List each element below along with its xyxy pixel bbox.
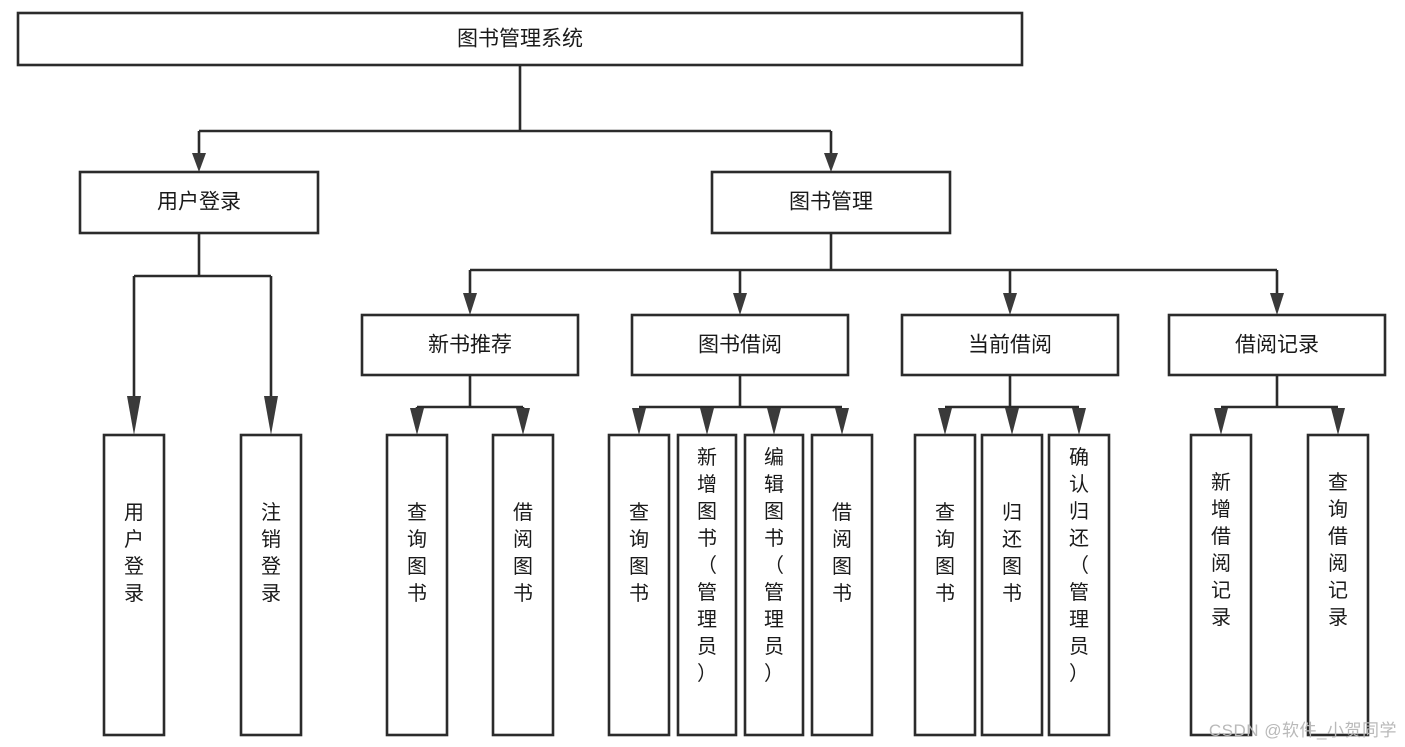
- arrow-head-icon: [1214, 408, 1228, 435]
- arrow-head-icon: [127, 396, 141, 435]
- leaf-query-book-3[interactable]: 查询图书: [913, 433, 977, 737]
- arrow-head-icon: [1072, 408, 1086, 435]
- node-book-mgmt-label: 图书管理: [789, 191, 873, 214]
- leaf-query-borrow-record-box[interactable]: [1306, 433, 1370, 737]
- leaf-add-borrow-record-box[interactable]: [1189, 433, 1253, 737]
- edge-layer: [127, 65, 1345, 435]
- arrow-head-icon: [632, 408, 646, 435]
- node-layer: 图书管理系统 用户登录 图书管理 新书推荐 图书借阅 当前: [16, 11, 1387, 737]
- leaf-add-book-admin-box[interactable]: [676, 433, 738, 737]
- leaf-borrow-book-2[interactable]: 借阅图书: [810, 433, 874, 737]
- arrow-head-icon: [767, 408, 781, 435]
- node-current-borrow-box[interactable]: [900, 313, 1120, 377]
- arrow-head-icon: [824, 153, 838, 172]
- node-book-borrow[interactable]: 图书借阅: [630, 313, 850, 377]
- leaf-borrow-book-1-label: 借阅图书: [513, 501, 533, 605]
- leaf-query-book-3-box[interactable]: [913, 433, 977, 737]
- leaf-add-book-admin[interactable]: 新增图书（管理员）: [676, 433, 738, 737]
- leaf-query-book-2[interactable]: 查询图书: [607, 433, 671, 737]
- leaf-query-borrow-record-label: 查询借阅记录: [1328, 471, 1348, 629]
- node-user-login[interactable]: 用户登录: [78, 170, 320, 235]
- node-new-recommend-label: 新书推荐: [428, 334, 512, 357]
- leaf-query-book-2-label: 查询图书: [629, 501, 649, 605]
- leaf-borrow-book-1[interactable]: 借阅图书: [491, 433, 555, 737]
- leaf-borrow-book-2-box[interactable]: [810, 433, 874, 737]
- arrow-head-icon: [264, 396, 278, 435]
- leaf-return-book[interactable]: 归还图书: [980, 433, 1044, 737]
- arrow-head-icon: [835, 408, 849, 435]
- leaf-user-login[interactable]: 用户登录: [102, 433, 166, 737]
- arrow-head-icon: [700, 408, 714, 435]
- leaf-query-book-2-box[interactable]: [607, 433, 671, 737]
- node-borrow-records[interactable]: 借阅记录: [1167, 313, 1387, 377]
- arrow-head-icon: [938, 408, 952, 435]
- arrow-head-icon: [1270, 293, 1284, 315]
- arrow-head-icon: [1005, 408, 1019, 435]
- leaf-logout-box[interactable]: [239, 433, 303, 737]
- leaf-logout[interactable]: 注销登录: [239, 433, 303, 737]
- node-user-login-label: 用户登录: [157, 191, 241, 214]
- leaf-edit-book-admin-box[interactable]: [743, 433, 805, 737]
- leaf-query-book-1-box[interactable]: [385, 433, 449, 737]
- node-book-borrow-box[interactable]: [630, 313, 850, 377]
- node-root-label: 图书管理系统: [457, 28, 583, 51]
- node-current-borrow-label: 当前借阅: [968, 334, 1052, 357]
- leaf-query-book-1-label: 查询图书: [407, 501, 427, 605]
- leaf-edit-book-admin-label: 编辑图书（管理员）: [764, 446, 784, 685]
- node-new-recommend-box[interactable]: [360, 313, 580, 377]
- arrow-head-icon: [192, 153, 206, 172]
- node-current-borrow[interactable]: 当前借阅: [900, 313, 1120, 377]
- node-root[interactable]: 图书管理系统: [16, 11, 1024, 67]
- leaf-query-borrow-record[interactable]: 查询借阅记录: [1306, 433, 1370, 737]
- arrow-head-icon: [733, 293, 747, 315]
- leaf-user-login-box[interactable]: [102, 433, 166, 737]
- arrow-head-icon: [1331, 408, 1345, 435]
- node-book-borrow-label: 图书借阅: [698, 334, 782, 357]
- watermark: CSDN @软件_小贺同学: [1208, 721, 1397, 740]
- leaf-query-book-1[interactable]: 查询图书: [385, 433, 449, 737]
- leaf-query-book-3-label: 查询图书: [935, 501, 955, 605]
- leaf-borrow-book-2-label: 借阅图书: [832, 501, 852, 605]
- node-borrow-records-box[interactable]: [1167, 313, 1387, 377]
- leaf-add-book-admin-label: 新增图书（管理员）: [697, 446, 717, 685]
- leaf-confirm-return-admin-label: 确认归还（管理员）: [1069, 446, 1089, 685]
- leaf-return-book-label: 归还图书: [1002, 501, 1022, 605]
- node-new-recommend[interactable]: 新书推荐: [360, 313, 580, 377]
- node-borrow-records-label: 借阅记录: [1235, 334, 1319, 357]
- node-book-mgmt[interactable]: 图书管理: [710, 170, 952, 235]
- leaf-edit-book-admin[interactable]: 编辑图书（管理员）: [743, 433, 805, 737]
- node-root-box[interactable]: [16, 11, 1024, 67]
- arrow-head-icon: [1003, 293, 1017, 315]
- leaf-borrow-book-1-box[interactable]: [491, 433, 555, 737]
- arrow-head-icon: [463, 293, 477, 315]
- leaf-confirm-return-admin-box[interactable]: [1047, 433, 1111, 737]
- node-book-mgmt-box[interactable]: [710, 170, 952, 235]
- arrow-head-icon: [410, 408, 424, 435]
- leaf-return-book-box[interactable]: [980, 433, 1044, 737]
- leaf-confirm-return-admin[interactable]: 确认归还（管理员）: [1047, 433, 1111, 737]
- leaf-user-login-label: 用户登录: [124, 502, 144, 605]
- leaf-add-borrow-record[interactable]: 新增借阅记录: [1189, 433, 1253, 737]
- arrow-head-icon: [516, 408, 530, 435]
- node-user-login-box[interactable]: [78, 170, 320, 235]
- leaf-logout-label: 注销登录: [261, 501, 281, 605]
- leaf-add-borrow-record-label: 新增借阅记录: [1211, 471, 1231, 629]
